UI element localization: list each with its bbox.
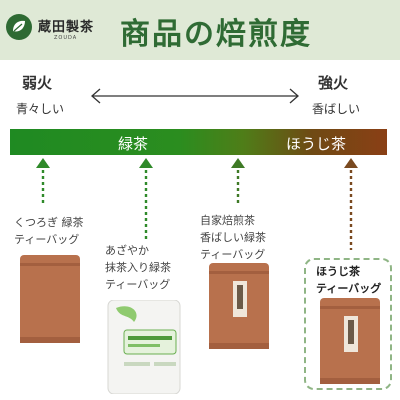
product-label-jikabaisen: 自家焙煎茶 香ばしい緑茶 ティーバッグ [200,214,266,261]
green-tea-label: 緑茶 [118,135,149,153]
strong-heat-label: 強火 [318,74,349,92]
product-label-kutsurogi: くつろぎ 緑茶 ティーバッグ [14,216,84,246]
product-label-hojicha: ほうじ茶 ティーバッグ [316,265,382,295]
hojicha-highlight-frame [304,258,392,390]
brand-name: 蔵田製茶 [38,20,95,35]
kraft-tea-bag-image [209,263,269,349]
white-tea-bag-image [107,300,181,394]
weak-heat-description: 青々しい [16,102,65,116]
brand-subtitle: ZOUDA [54,35,78,41]
hojicha-label: ほうじ茶 [286,135,347,153]
arrow-up-icon [139,158,153,240]
brand-logo: 蔵田製茶 ZOUDA [6,14,116,48]
double-arrow-icon [91,88,299,104]
arrow-up-icon [231,158,245,206]
header-banner: 蔵田製茶 ZOUDA 商品の焙煎度 [0,0,400,60]
page-title: 商品の焙煎度 [120,17,312,52]
leaf-icon [6,14,32,40]
strong-heat-description: 香ばしい [312,102,361,116]
arrow-up-icon [344,158,358,250]
kraft-tea-bag-image [320,298,380,384]
roast-scale-bar: 緑茶 ほうじ茶 [10,129,387,155]
kraft-tea-bag-image [20,255,80,343]
arrow-up-icon [36,158,50,204]
weak-heat-label: 弱火 [22,74,53,92]
product-label-azayaka: あざやか 抹茶入り緑茶 ティーバッグ [105,244,171,291]
